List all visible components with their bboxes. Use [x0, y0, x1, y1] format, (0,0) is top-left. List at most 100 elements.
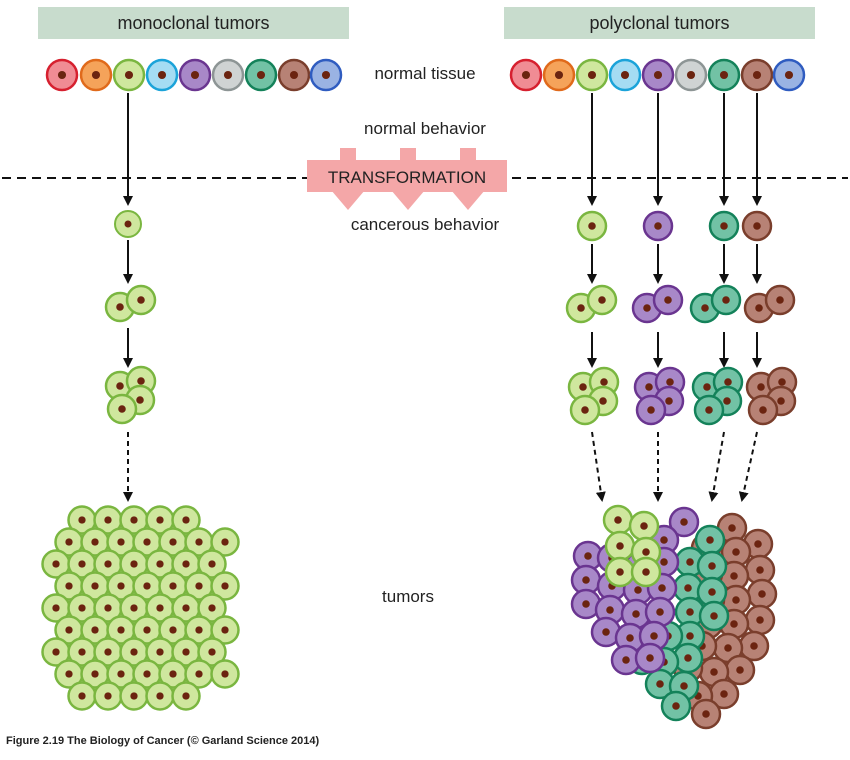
- tumor-cell-mono: [119, 681, 149, 711]
- tumor-cell-mono: [158, 615, 188, 645]
- tumor-cell-mono: [119, 505, 149, 535]
- normal-tissue-cell-left: [45, 58, 79, 92]
- two-cell-cluster-brown: [764, 284, 796, 316]
- tumor-cell-teal: [696, 576, 728, 608]
- header-polyclonal: polyclonal tumors: [504, 7, 815, 39]
- arrow-brown-3: [738, 431, 758, 502]
- transformed-cell-purple: [642, 210, 674, 242]
- transformation-box: [307, 160, 507, 192]
- label-normal-tissue: normal tissue: [374, 64, 476, 83]
- normal-tissue-cell-left: [244, 58, 278, 92]
- arrow-green-3: [591, 431, 606, 502]
- tumor-cell-green: [628, 510, 660, 542]
- normal-tissue-cell-left: [112, 58, 146, 92]
- tumor-cell-purple: [668, 506, 700, 538]
- normal-tissue-cell-left: [178, 58, 212, 92]
- transformation-arrow-head: [451, 190, 485, 210]
- tumor-cell-mono: [171, 637, 201, 667]
- tumor-cell-teal: [660, 690, 692, 722]
- tumor-cell-brown: [724, 654, 756, 686]
- tumor-cell-green: [630, 556, 662, 588]
- label-cancerous-behavior: cancerous behavior: [350, 215, 500, 234]
- two-cell-cluster-green: [586, 284, 618, 316]
- tumor-cell-mono: [210, 615, 240, 645]
- tumor-cell-brown: [746, 578, 778, 610]
- normal-tissue-cell-right: [509, 58, 543, 92]
- tumor-cell-mono: [80, 527, 110, 557]
- small-cluster: [106, 393, 138, 425]
- tumor-cell-mono: [171, 505, 201, 535]
- tumor-cell-mono: [197, 593, 227, 623]
- transformation-label: TRANSFORMATION: [328, 168, 486, 187]
- normal-tissue-cell-right: [608, 58, 642, 92]
- tumor-cell-mono: [67, 637, 97, 667]
- normal-tissue-cell-right: [772, 58, 806, 92]
- label-normal-behavior: normal behavior: [364, 119, 486, 138]
- tumor-cell-green: [604, 556, 636, 588]
- transformation-arrow-shaft: [340, 148, 356, 160]
- transformed-cell-teal: [708, 210, 740, 242]
- tumor-cell-mono: [132, 659, 162, 689]
- normal-tissue-cell-left: [309, 58, 343, 92]
- tumor-cell-mono: [41, 637, 71, 667]
- tumor-cell-mono: [67, 681, 97, 711]
- normal-tissue-cell-left: [211, 58, 245, 92]
- two-cell-cluster-teal: [710, 284, 742, 316]
- tumor-cell-purple: [590, 616, 622, 648]
- transformation-arrow-shaft: [400, 148, 416, 160]
- tumor-cell-brown: [690, 698, 722, 730]
- label-tumors: tumors: [382, 587, 434, 606]
- tumor-cell-mono: [145, 681, 175, 711]
- tumor-cell-mono: [184, 659, 214, 689]
- transformed-cell-brown: [741, 210, 773, 242]
- normal-tissue-cell-right: [707, 58, 741, 92]
- normal-tissue-cell-right: [575, 58, 609, 92]
- tumor-cell-green: [602, 504, 634, 536]
- tumor-cell-green: [604, 530, 636, 562]
- tumor-cell-mono: [93, 681, 123, 711]
- tumor-cell-mono: [80, 615, 110, 645]
- tumor-cell-mono: [197, 637, 227, 667]
- normal-tissue-cell-left: [79, 58, 113, 92]
- small-cluster-green: [569, 394, 601, 426]
- header-monoclonal: monoclonal tumors: [38, 7, 349, 39]
- tumor-cell-teal: [696, 550, 728, 582]
- tumor-cell-mono: [171, 681, 201, 711]
- arrow-teal-3: [708, 431, 725, 502]
- small-cluster-teal: [693, 394, 725, 426]
- tumor-cell-teal: [694, 524, 726, 556]
- tumor-cell-mono: [93, 637, 123, 667]
- tumor-cell-mono: [210, 571, 240, 601]
- tumor-cell-brown: [744, 604, 776, 636]
- transformed-cell-green: [576, 210, 608, 242]
- tumor-cell-mono: [210, 527, 240, 557]
- tumor-cell-brown: [708, 678, 740, 710]
- normal-tissue-cell-right: [641, 58, 675, 92]
- tumor-cell-mono: [41, 549, 71, 579]
- small-cluster-brown: [747, 394, 779, 426]
- tumor-cell-teal: [698, 600, 730, 632]
- figure-caption: Figure 2.19 The Biology of Cancer (© Gar…: [6, 735, 320, 747]
- transformation-arrow-shaft: [460, 148, 476, 160]
- transformation-banner: TRANSFORMATION: [307, 148, 507, 210]
- tumor-cell-mono: [184, 571, 214, 601]
- normal-tissue-cell-right: [542, 58, 576, 92]
- transformation-arrow-head: [331, 190, 365, 210]
- normal-tissue-cell-right: [740, 58, 774, 92]
- tumor-cell-purple: [634, 642, 666, 674]
- normal-tissue-cell-left: [145, 58, 179, 92]
- tumor-cell-mono: [145, 505, 175, 535]
- tumor-cell-mono: [158, 659, 188, 689]
- small-cluster-purple: [635, 394, 667, 426]
- transformation-arrow-head: [391, 190, 425, 210]
- two-cell-cluster-purple: [652, 284, 684, 316]
- normal-tissue-cell-left: [277, 58, 311, 92]
- two-cell-cluster: [125, 284, 157, 316]
- normal-tissue-cell-right: [674, 58, 708, 92]
- transformed-cell-left: [114, 210, 142, 238]
- tumor-cell-mono: [210, 659, 240, 689]
- tumor-cell-mono: [197, 549, 227, 579]
- tumor-cell-mono: [54, 571, 84, 601]
